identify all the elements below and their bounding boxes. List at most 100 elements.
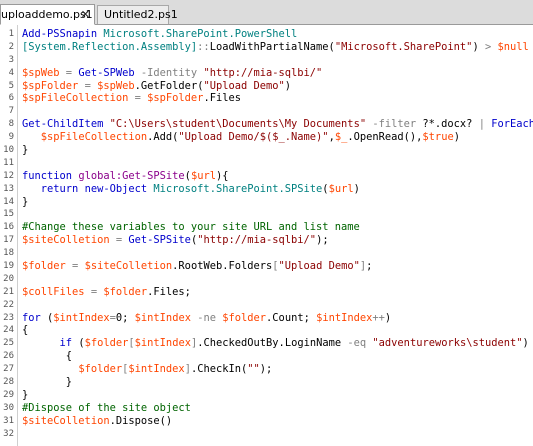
code-token: ) <box>522 337 529 350</box>
code-token: #Dispose of the site object <box>22 401 191 414</box>
code-token: ); <box>259 363 273 376</box>
code-line[interactable]: 6$spFileCollection = $spFolder.Files <box>9 92 533 105</box>
code-token: } <box>22 144 29 157</box>
code-line[interactable]: 24 { <box>3 324 533 337</box>
code-token: $spWeb <box>97 79 135 92</box>
code-line[interactable]: 32 <box>3 428 533 441</box>
code-token: [ <box>128 337 135 350</box>
code-line[interactable]: 3 <box>9 54 533 67</box>
tab-uploaddemo[interactable]: uploaddemo.ps1 ✕ <box>0 4 95 25</box>
code-token: ( <box>184 169 191 182</box>
code-token: $folder <box>22 260 66 273</box>
code-line[interactable]: 11 <box>3 157 533 170</box>
code-token: LoadWithPartialName( <box>209 40 335 53</box>
line-number: 14 <box>3 196 14 207</box>
code-line[interactable]: 29} <box>3 389 533 402</box>
code-line[interactable]: 2[System.Reflection.Assembly]::LoadWithP… <box>9 40 533 54</box>
code-token: "Upload Demo" <box>278 260 360 273</box>
code-line[interactable]: 27 $folder[$intIndex].CheckIn(""); <box>3 363 533 376</box>
code-token: $siteColletion <box>22 234 110 247</box>
code-token: .CheckedOutBy.LoginName <box>197 337 348 350</box>
line-number: 23 <box>3 312 14 323</box>
code-token: ?*.docx? <box>422 118 479 131</box>
code-token: .Dispose() <box>109 414 173 427</box>
code-token: = <box>65 260 85 273</box>
line-number-gutter <box>0 25 18 446</box>
code-line[interactable]: 31$siteColletion.Dispose() <box>3 415 533 428</box>
code-line[interactable]: 5 $spFolder = $spWeb.GetFolder("Upload De… <box>9 80 533 93</box>
code-token: 0; <box>115 311 135 324</box>
code-line[interactable]: 19$folder = $siteColletion.RootWeb.Folde… <box>3 260 533 273</box>
code-line[interactable]: 13 return new-Object Microsoft.SharePoin… <box>3 183 533 196</box>
tab-untitled2[interactable]: Untitled2.ps1 <box>97 5 178 24</box>
code-token: -filter <box>366 118 423 131</box>
line-number: 24 <box>3 325 14 336</box>
code-token: if <box>59 337 79 350</box>
code-token: ) <box>284 79 292 92</box>
code-text: return new-Object Microsoft.SharePoint.S… <box>22 183 360 196</box>
code-text: } <box>22 144 28 157</box>
code-text: } <box>22 376 72 389</box>
code-line[interactable]: 16#Change these variables to your site U… <box>3 221 533 234</box>
code-token: { <box>22 324 29 337</box>
line-number: 8 <box>8 119 14 130</box>
line-number: 5 <box>8 80 14 91</box>
code-line[interactable]: 25 if ($folder[$intIndex].CheckedOutBy.L… <box>3 337 533 350</box>
code-line[interactable]: 7 <box>9 105 533 118</box>
code-line[interactable]: 17$siteColletion = Get-SPSite("http://mi… <box>3 234 533 247</box>
code-token: ) <box>453 131 460 144</box>
code-token: ) <box>472 40 485 53</box>
code-line[interactable]: 28 } <box>3 376 533 389</box>
code-line[interactable]: 14} <box>3 196 533 209</box>
code-line[interactable]: 21$collFiles = $folder.Files; <box>3 285 533 299</box>
code-token: { <box>22 350 73 363</box>
code-line[interactable]: 10} <box>3 144 533 157</box>
code-token: $siteColletion <box>84 260 173 273</box>
code-token: $folder <box>84 337 129 350</box>
code-token: [ <box>272 260 279 273</box>
line-number: 20 <box>3 273 14 284</box>
line-number: 27 <box>3 364 14 375</box>
code-token: ( <box>322 182 329 195</box>
code-token: $intIndex <box>134 337 191 350</box>
code-token: = <box>84 285 104 298</box>
code-token: return new-Object <box>40 182 154 195</box>
code-token: $spWeb <box>22 66 60 79</box>
line-number: 2 <box>8 41 14 52</box>
code-token <box>22 131 41 143</box>
code-token: } <box>22 376 73 389</box>
line-number: 30 <box>3 402 14 413</box>
code-line[interactable]: 8 Get-ChildItem "C:\Users\student\Documen… <box>9 118 533 131</box>
code-text: { <box>22 350 72 363</box>
code-line[interactable]: 18 <box>3 247 533 260</box>
code-text: $spFolder = $spWeb.GetFolder("Upload Dem… <box>22 80 291 93</box>
code-line[interactable]: 26 { <box>3 350 533 363</box>
code-text: $siteColletion.Dispose() <box>22 415 172 428</box>
code-line[interactable]: 9 $spFileCollection.Add("Upload Demo/$($… <box>9 131 533 144</box>
code-token: ] <box>190 337 198 350</box>
code-text: Get-ChildItem "C:\Users\student\Document… <box>22 118 533 131</box>
line-number: 25 <box>3 338 14 349</box>
close-icon[interactable]: ✕ <box>80 8 90 21</box>
code-line[interactable]: 15 <box>3 208 533 221</box>
code-line[interactable]: 30 #Dispose of the site object <box>3 401 533 415</box>
line-number: 18 <box>3 248 14 259</box>
code-token: , <box>328 131 335 144</box>
code-line[interactable]: 20 <box>3 273 533 286</box>
code-token: = <box>109 234 129 247</box>
code-line[interactable]: 22 <box>3 299 533 312</box>
code-text: function global:Get-SPSite($url){ <box>22 170 228 183</box>
line-number: 15 <box>3 209 14 220</box>
code-token: ) <box>353 182 360 195</box>
line-number: 1 <box>8 29 14 39</box>
code-token: .Add( <box>147 131 179 144</box>
code-token: "adventureworks\student" <box>372 337 523 350</box>
code-line[interactable]: 4$spWeb = Get-SPWeb -Identity "http://mi… <box>9 66 533 80</box>
code-token: .Files <box>203 92 241 105</box>
code-token <box>22 183 41 195</box>
